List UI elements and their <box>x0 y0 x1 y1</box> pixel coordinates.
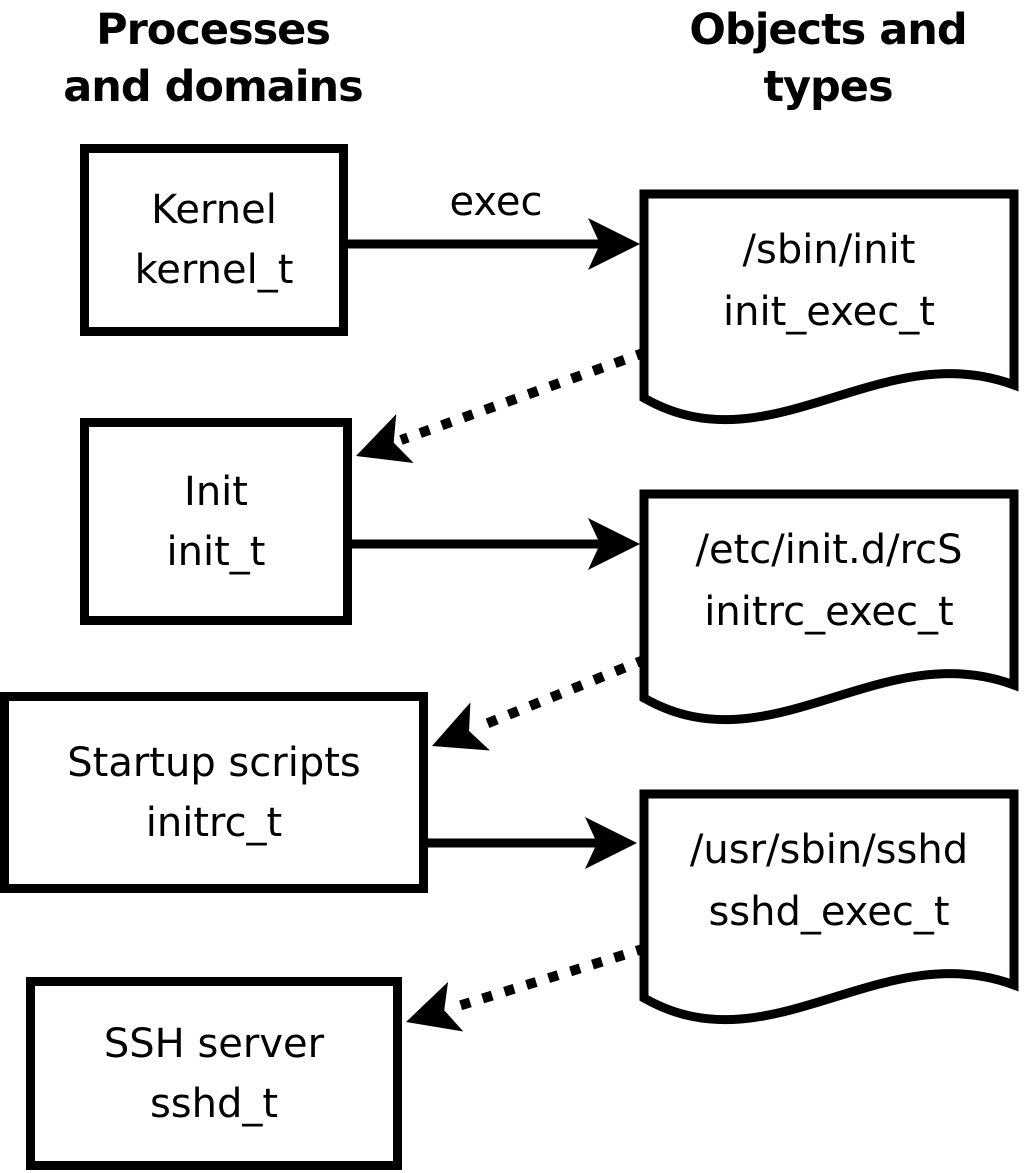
object-path: /sbin/init <box>742 227 916 273</box>
object-label-sbin-init: /sbin/init init_exec_t <box>640 219 1018 343</box>
document-shape-sbin-init <box>639 189 1019 425</box>
document-shape-etc-initd-rcs <box>639 489 1019 725</box>
process-box-ssh-server: SSH server sshd_t <box>26 977 402 1170</box>
process-name: Kernel <box>151 187 277 233</box>
object-type: initrc_exec_t <box>704 589 954 635</box>
header-processes-and-domains: Processes and domains <box>13 2 413 116</box>
process-domain: sshd_t <box>149 1080 279 1127</box>
exec-arrow-label: exec <box>449 179 543 225</box>
header-left-line1: Processes <box>96 5 331 55</box>
process-name: SSH server <box>103 1020 325 1067</box>
process-box-init: Init init_t <box>80 418 352 625</box>
object-label-usr-sbin-sshd: /usr/sbin/sshd sshd_exec_t <box>640 819 1018 943</box>
process-name: Init <box>184 468 248 515</box>
object-type: init_exec_t <box>723 289 935 335</box>
object-type: sshd_exec_t <box>708 889 950 935</box>
process-name: Startup scripts <box>67 739 361 786</box>
header-right-line1: Objects and <box>689 5 967 55</box>
transition-arrow-sshd-exec-to-sshd-t <box>406 943 648 1032</box>
process-box-startup-scripts: Startup scripts initrc_t <box>0 692 428 893</box>
object-path: /etc/init.d/rcS <box>695 527 963 573</box>
process-domain: init_t <box>166 528 266 575</box>
transition-arrow-init-exec-to-init-t <box>356 347 648 464</box>
process-domain: kernel_t <box>134 247 294 293</box>
object-label-etc-initd-rcs: /etc/init.d/rcS initrc_exec_t <box>640 519 1018 643</box>
exec-arrow-init-to-rcs <box>352 518 640 570</box>
transition-arrow-initrc-exec-to-initrc-t <box>432 654 648 751</box>
document-shape-usr-sbin-sshd <box>639 789 1019 1025</box>
object-path: /usr/sbin/sshd <box>689 827 969 873</box>
process-domain: initrc_t <box>145 799 283 846</box>
exec-arrow-initrc-to-sshd <box>428 817 637 869</box>
exec-arrow-kernel-to-sbin-init <box>348 218 640 270</box>
header-left-line2: and domains <box>63 62 363 112</box>
process-box-kernel: Kernel kernel_t <box>80 144 348 336</box>
header-objects-and-types: Objects and types <box>634 2 1022 116</box>
header-right-line2: types <box>763 62 893 112</box>
